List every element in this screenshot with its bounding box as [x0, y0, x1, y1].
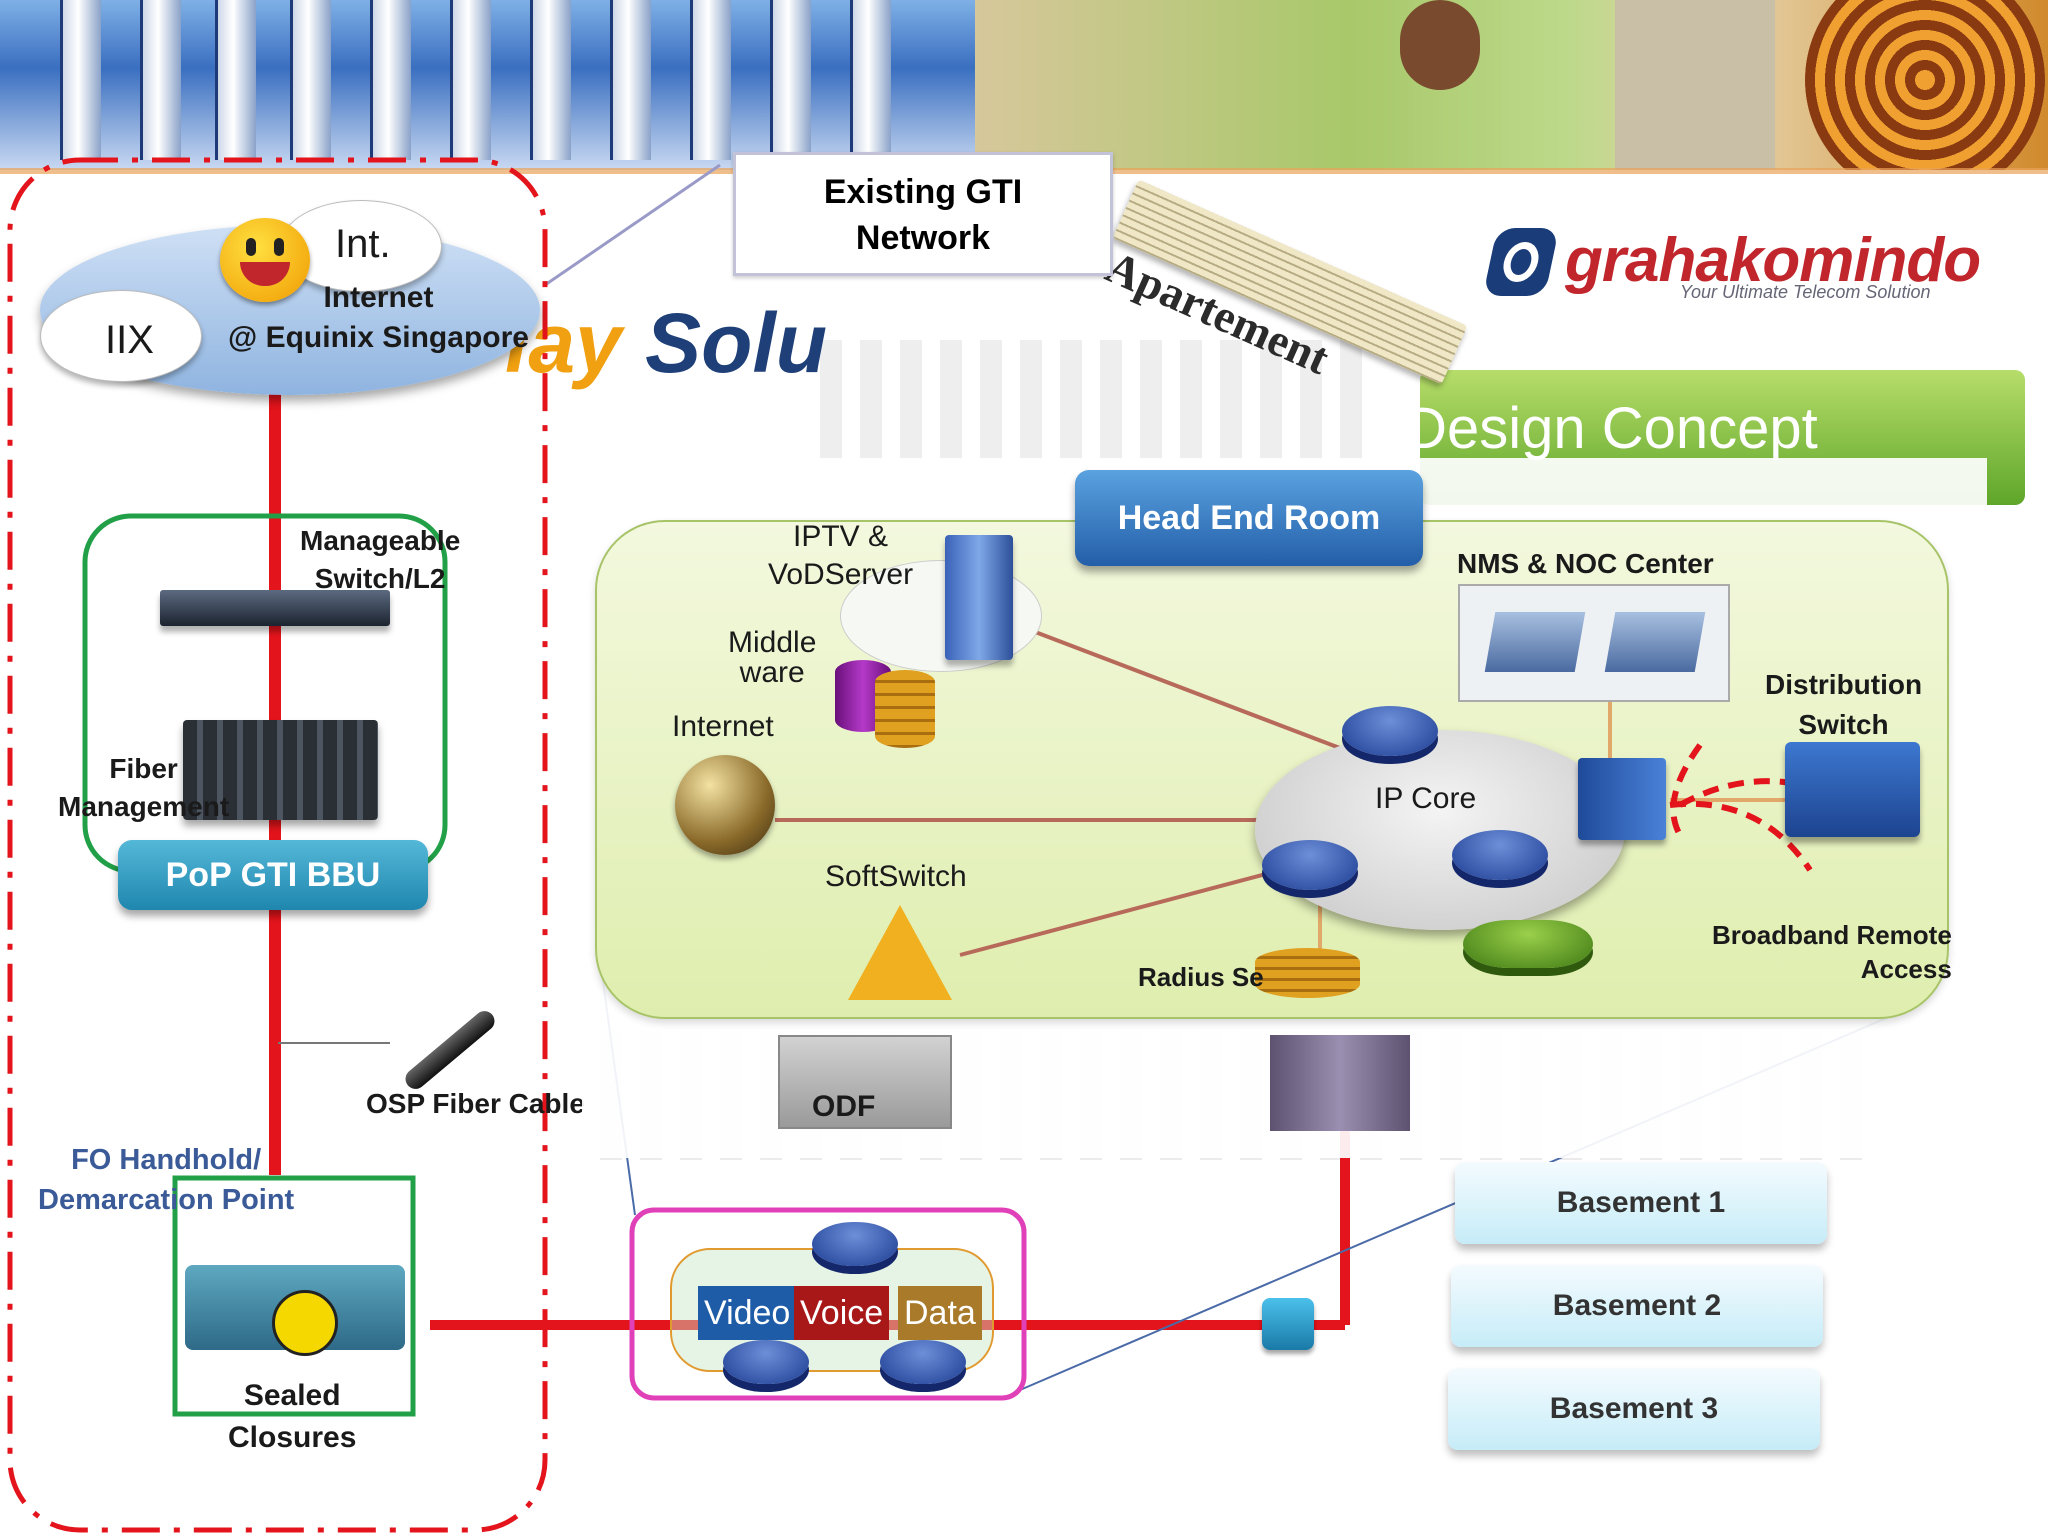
radius-server-label: Radius Se	[1138, 962, 1264, 992]
softswitch-icon	[848, 905, 952, 1000]
internet-label: Internet	[672, 710, 774, 743]
int-label: Int.	[335, 222, 391, 266]
background-building	[820, 340, 1380, 460]
fo-handhold-label: FO Handhold/ Demarcation Point	[38, 1144, 295, 1216]
nms-noc-label: NMS & NOC Center	[1457, 548, 1714, 579]
manageable-switch-icon	[160, 590, 390, 626]
pop-gti-bbu-button[interactable]: PoP GTI BBU	[118, 840, 428, 910]
core-router-icon-top	[1342, 706, 1438, 756]
basement-2-card[interactable]: Basement 2	[1451, 1265, 1823, 1347]
noc-monitor-icon-2	[1604, 612, 1706, 672]
bras-arrow-a	[1670, 743, 1703, 837]
riser-cabinet-icon	[1270, 1035, 1410, 1131]
existing-network-label: Existing GTI Network	[823, 173, 1023, 257]
logo-brand: grahakomindo	[1565, 226, 1981, 295]
hazard-icon	[272, 1290, 338, 1356]
link-existing-network	[544, 163, 721, 287]
background-heading: k Design Concept	[1360, 396, 1818, 461]
distribution-switch-icon-small	[1578, 758, 1666, 840]
osp-fiber-cable-label: OSP Fiber Cable	[366, 1088, 585, 1119]
edge-router-icon	[1463, 920, 1593, 968]
logo-tagline: Your Ultimate Telecom Solution	[1680, 282, 1931, 302]
odf-label: ODF	[812, 1090, 876, 1123]
smiley-icon	[220, 218, 310, 302]
vvd-router-icon-left	[723, 1340, 809, 1384]
link-softswitch-core	[959, 863, 1301, 957]
globe-icon	[675, 755, 775, 855]
core-router-icon-right	[1452, 830, 1548, 880]
basement-1-card[interactable]: Basement 1	[1455, 1162, 1827, 1244]
basement-3-card[interactable]: Basement 3	[1448, 1368, 1820, 1450]
bras-arrow-c	[1669, 800, 1813, 872]
bras-arrow-b	[1678, 778, 1852, 808]
ip-core-label: IP Core	[1375, 782, 1477, 815]
vvd-router-icon-right	[880, 1340, 966, 1384]
bras-label: Broadband Remote Access	[1712, 920, 1952, 984]
iix-label: IIX	[105, 318, 154, 362]
video-tag: Video	[698, 1286, 797, 1340]
core-router-icon-left	[1262, 840, 1358, 890]
softswitch-label: SoftSwitch	[825, 860, 967, 893]
nms-noc-box	[1458, 584, 1730, 702]
voice-tag: Voice	[794, 1286, 890, 1340]
ip-core-cloud	[1255, 730, 1625, 930]
distribution-switch-icon	[1785, 742, 1920, 837]
vvd-router-icon-top	[812, 1222, 898, 1266]
radius-db-icon	[1255, 948, 1360, 998]
banner-people-photo	[975, 0, 2048, 170]
link-iptv-core	[1029, 628, 1346, 752]
closure-frame	[172, 1175, 416, 1417]
sealed-closures-label: Sealed Closures	[228, 1379, 357, 1454]
data-tag: Data	[898, 1286, 982, 1340]
distribution-switch-label: Distribution Switch	[1765, 669, 1923, 740]
middleware-label: Middle ware	[728, 626, 817, 689]
iix-cloud	[40, 290, 202, 382]
existing-network-box: Existing GTI Network	[733, 152, 1113, 276]
gti-domain-boundary	[7, 157, 548, 1533]
fiber-management-icon	[183, 720, 378, 820]
manageable-switch-label: Manageable Switch/L2	[300, 525, 461, 594]
iptv-vod-label: IPTV & VoDServer	[768, 520, 914, 591]
fiber-management-label: Fiber Management	[58, 753, 230, 822]
odf-cabinet-icon	[778, 1035, 952, 1129]
noc-monitor-icon-1	[1484, 612, 1586, 672]
internet-equinix-label: Internet @ Equinix Singapore	[228, 281, 529, 354]
splitter-icon	[1262, 1298, 1314, 1350]
middleware-db-icon-gold	[875, 670, 935, 748]
head-end-room-button[interactable]: Head End Room	[1075, 470, 1423, 566]
vvd-frame	[629, 1207, 1027, 1401]
iptv-server-icon	[945, 535, 1013, 660]
banner-server-photo	[0, 0, 975, 170]
